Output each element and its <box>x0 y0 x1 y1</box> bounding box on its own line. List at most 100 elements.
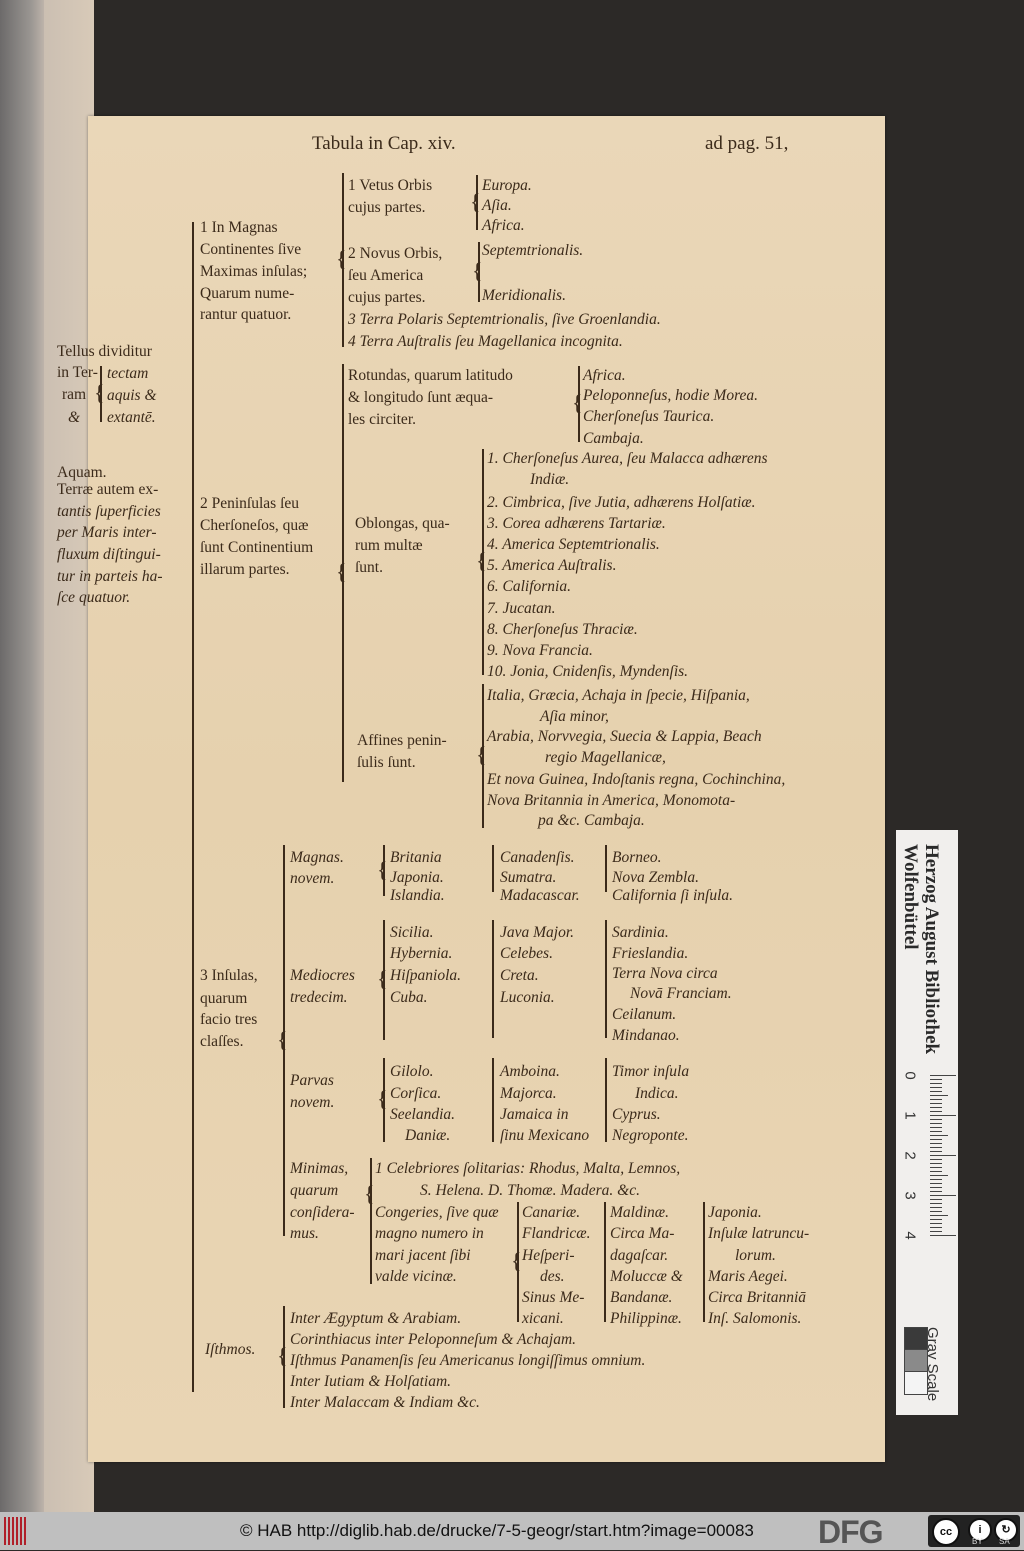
scale-number: 0 <box>901 1071 919 1080</box>
footer-copyright-link[interactable]: © HAB http://diglib.hab.de/drucke/7-5-ge… <box>240 1521 754 1540</box>
list-item: Inter Ægyptum & Arabiam. <box>290 1310 462 1327</box>
scale-tick <box>930 1219 942 1220</box>
island-item: Maldinæ. <box>610 1204 669 1221</box>
list-item: mari jacent ſibi <box>375 1247 471 1264</box>
list-item: Arabia, Norvvegia, Suecia & Lappia, Beac… <box>487 728 762 745</box>
category-label: Iſthmos. <box>205 1341 256 1358</box>
category-label: Continentes ſive <box>200 241 302 258</box>
category-label: facio tres <box>200 1011 258 1028</box>
page-title: Tabula in Cap. xiv. <box>312 133 456 154</box>
scale-tick <box>930 1207 942 1208</box>
bracket-line <box>100 366 102 422</box>
list-item: 1. Cherſoneſus Aurea, ſeu Malacca adhære… <box>487 450 768 467</box>
scale-tick <box>930 1091 942 1092</box>
root-subitem: tectam <box>107 365 149 382</box>
subcategory-label: les circiter. <box>348 411 416 428</box>
list-item: Congeries, ſive quæ <box>375 1204 499 1221</box>
island-item: Celebes. <box>500 945 553 962</box>
scale-tick <box>930 1175 948 1176</box>
category-label: 3 Inſulas, <box>200 967 258 984</box>
scale-tick <box>930 1075 956 1076</box>
bracket-line <box>283 1306 285 1408</box>
category-label: illarum partes. <box>200 561 290 578</box>
list-item: Peloponneſus, hodie Morea. <box>583 387 759 404</box>
island-item: Philippinæ. <box>610 1310 682 1327</box>
bracket-line <box>482 449 484 675</box>
bracket-line <box>517 1202 519 1322</box>
bracket-line <box>478 242 480 302</box>
scale-tick <box>930 1095 948 1096</box>
brace-icon: { <box>472 258 483 283</box>
root-text: tur in parteis ha- <box>57 568 163 585</box>
gray-swatch <box>904 1327 928 1351</box>
list-item: Europa. <box>482 177 532 194</box>
class-label: conſidera- <box>290 1204 355 1221</box>
scale-tick <box>930 1163 942 1164</box>
list-item: 10. Jonia, Cnidenſis, Myndenſis. <box>487 663 689 680</box>
bracket-line <box>342 364 344 782</box>
island-item: Circa Ma- <box>610 1225 675 1242</box>
scale-tick <box>930 1151 942 1152</box>
root-text: & <box>68 409 81 426</box>
list-item: Aſia. <box>482 197 512 214</box>
brace-icon: { <box>377 1086 388 1111</box>
category-label: 1 In Magnas <box>200 219 278 236</box>
list-item: Septemtrionalis. <box>482 242 584 259</box>
cc-license-badge[interactable]: cc i ↻ BY SA <box>928 1515 1020 1547</box>
list-item: 3 Terra Polaris Septemtrionalis, ſive Gr… <box>348 311 661 328</box>
category-label: quarum <box>200 990 248 1007</box>
subcategory-label: cujus partes. <box>348 289 426 306</box>
island-item: lorum. <box>735 1247 776 1264</box>
scale-tick <box>930 1139 942 1140</box>
brace-icon: { <box>336 559 347 584</box>
island-item: Nova Zembla. <box>612 869 699 886</box>
scale-tick <box>930 1179 942 1180</box>
root-text: Aquam. <box>57 464 107 481</box>
island-item: Seelandia. <box>390 1106 455 1123</box>
list-item: valde vicinæ. <box>375 1268 457 1285</box>
page-reference: ad pag. 51, <box>705 133 789 154</box>
subcategory-label: ſunt. <box>355 559 383 576</box>
bracket-line <box>192 222 194 1392</box>
scale-tick <box>930 1127 942 1128</box>
root-subitem: aquis & <box>107 387 157 404</box>
list-item: Indiæ. <box>530 471 570 488</box>
island-item: California ſi inſula. <box>612 887 734 904</box>
list-item: Africa. <box>482 217 525 234</box>
scale-tick <box>930 1083 942 1084</box>
scale-tick <box>930 1183 942 1184</box>
root-text: Terræ autem ex- <box>57 481 159 498</box>
list-item: Corinthiacus inter Peloponneſum & Achaja… <box>290 1331 577 1348</box>
scale-number: 1 <box>901 1111 919 1120</box>
scale-tick <box>930 1235 956 1236</box>
list-item: Africa. <box>583 367 626 384</box>
class-label: mus. <box>290 1225 319 1242</box>
subcategory-label: Oblongas, qua- <box>355 515 450 532</box>
island-item: Maris Aegei. <box>708 1268 788 1285</box>
bracket-line <box>605 920 607 1038</box>
list-item: regio Magellanicæ, <box>545 749 666 766</box>
scale-tick <box>930 1155 956 1156</box>
footer-bar: © HAB http://diglib.hab.de/drucke/7-5-ge… <box>0 1512 1024 1550</box>
subcategory-label: 1 Vetus Orbis <box>348 177 433 194</box>
island-item: Frieslandia. <box>612 945 689 962</box>
scale-tick <box>930 1143 942 1144</box>
subcategory-label: cujus partes. <box>348 199 426 216</box>
root-text: Tellus dividitur <box>57 343 152 360</box>
scale-tick <box>930 1103 942 1104</box>
scale-number: 2 <box>901 1151 919 1160</box>
island-item: Indica. <box>635 1085 679 1102</box>
island-item: Sinus Me- <box>522 1289 585 1306</box>
scale-tick <box>930 1171 942 1172</box>
gray-swatch <box>904 1349 928 1373</box>
scale-tick <box>930 1135 948 1136</box>
island-item: Luconia. <box>500 989 555 1006</box>
scale-tick <box>930 1227 942 1228</box>
list-item: 8. Cherſoneſus Thraciæ. <box>487 621 638 638</box>
list-item: S. Helena. D. Thomæ. Madera. &c. <box>420 1182 640 1199</box>
scale-tick <box>930 1123 942 1124</box>
list-item: Aſia minor, <box>540 708 609 725</box>
list-item: Italia, Græcia, Achaja in ſpecie, Hiſpan… <box>487 687 750 704</box>
scale-tick <box>930 1167 942 1168</box>
scale-tick <box>930 1231 942 1232</box>
